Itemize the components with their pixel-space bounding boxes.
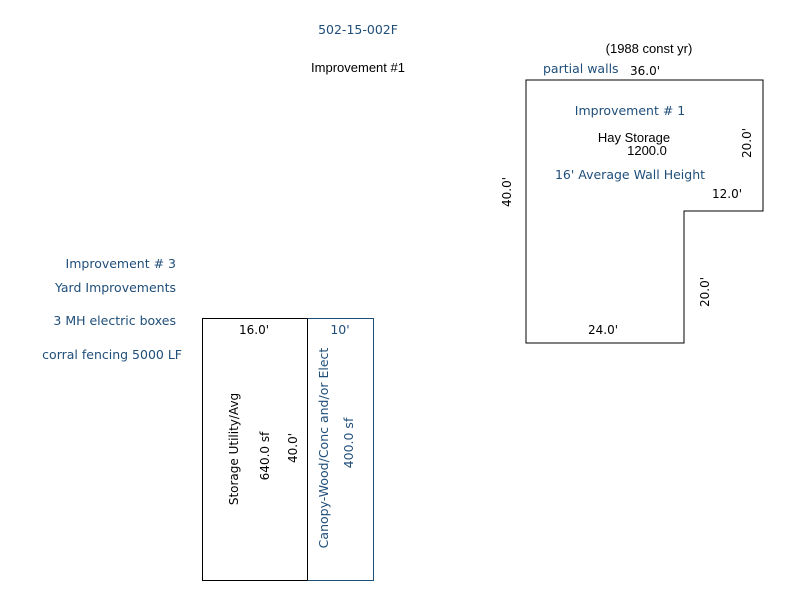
dim-top: 36.0' [630,64,660,78]
improvement1-label: Improvement # 1 [575,103,685,118]
wall-height-note: 16' Average Wall Height [555,167,705,182]
sketch-title: Improvement #1 [311,60,405,75]
storage-area: 640.0 sf [258,431,272,480]
hay-storage-area: 1200.0 [627,143,667,158]
const-year: (1988 const yr) [606,41,693,56]
dim-left: 40.0' [500,177,514,207]
dim-notch-vertical: 20.0' [698,277,712,307]
improvement3-type: Yard Improvements [54,280,176,295]
parcel-id: 502-15-002F [318,22,398,37]
dim-bottom: 24.0' [588,323,618,337]
storage-width: 16.0' [239,323,269,337]
canopy-use: Canopy-Wood/Conc and/or Elect [316,348,331,549]
hay-storage-use: Hay Storage [598,130,670,145]
canopy-area: 400.0 sf [341,417,356,468]
storage-length: 40.0' [286,433,300,463]
canopy-width: 10' [330,322,349,337]
improvement3-note: 3 MH electric boxes [53,313,176,328]
storage-use: Storage Utility/Avg [227,393,241,505]
improvement3-label: Improvement # 3 [66,256,176,271]
dim-notch-horizontal: 12.0' [712,187,742,201]
hay-storage-outline [525,79,764,344]
improvement3-note: corral fencing 5000 LF [42,347,182,362]
partial-walls-note: partial walls [543,61,619,76]
dim-right-upper: 20.0' [740,128,754,158]
